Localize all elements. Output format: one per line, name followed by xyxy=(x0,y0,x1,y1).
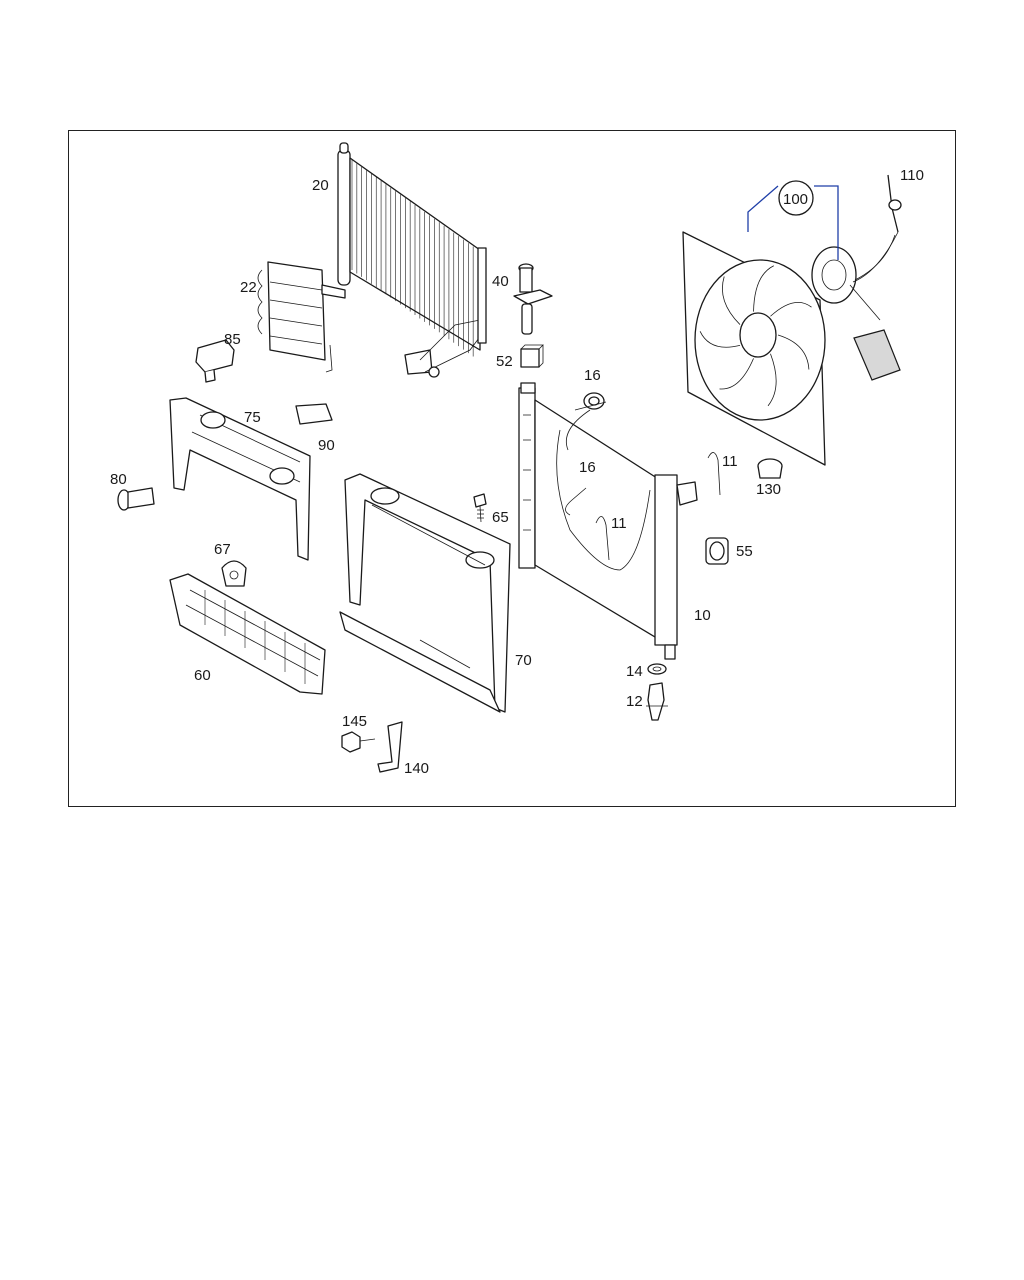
label-part-140: 140 xyxy=(404,760,429,777)
label-part-16a: 16 xyxy=(584,367,601,384)
radiator xyxy=(518,382,698,660)
label-part-16b: 16 xyxy=(579,459,596,476)
air-duct-60 xyxy=(169,573,326,695)
label-part-55: 55 xyxy=(736,543,753,560)
label-part-12: 12 xyxy=(626,693,643,710)
label-part-145: 145 xyxy=(342,713,367,730)
label-part-22: 22 xyxy=(240,279,257,296)
label-part-110: 110 xyxy=(900,167,924,184)
label-part-14: 14 xyxy=(626,663,643,680)
label-part-60: 60 xyxy=(194,667,211,684)
bracket-90 xyxy=(295,403,333,425)
push-rivet-80 xyxy=(117,487,155,511)
label-part-130: 130 xyxy=(756,481,781,498)
label-part-11b: 11 xyxy=(611,515,627,532)
callout-lines xyxy=(565,185,899,516)
support-frame xyxy=(339,473,511,713)
hose-11a xyxy=(707,452,721,496)
hose-11b xyxy=(595,516,610,561)
callout-circle-100 xyxy=(778,180,814,216)
label-part-80: 80 xyxy=(110,471,127,488)
condenser xyxy=(337,142,487,378)
label-part-11a: 11 xyxy=(722,453,738,470)
label-part-20: 20 xyxy=(312,177,329,194)
label-part-90: 90 xyxy=(318,437,335,454)
bracket-140 xyxy=(377,721,403,773)
upper-frame xyxy=(169,397,311,561)
label-part-67: 67 xyxy=(214,541,231,558)
label-part-85: 85 xyxy=(224,331,241,348)
label-part-10: 10 xyxy=(694,607,711,624)
bushing-55 xyxy=(705,537,729,565)
bolt-145 xyxy=(341,731,376,753)
label-part-100: 100 xyxy=(783,191,808,208)
sensor-40 xyxy=(513,263,553,335)
block-52 xyxy=(520,344,544,368)
label-part-40: 40 xyxy=(492,273,509,290)
washer-14 xyxy=(647,663,667,675)
clip-67 xyxy=(221,560,247,587)
label-part-52: 52 xyxy=(496,353,513,370)
grommet-16a xyxy=(583,392,605,410)
label-part-65: 65 xyxy=(492,509,509,526)
label-part-70: 70 xyxy=(515,652,532,669)
oil-cooler xyxy=(257,261,346,373)
clip-85 xyxy=(195,339,235,383)
label-part-75: 75 xyxy=(244,409,261,426)
fan-assembly xyxy=(682,231,857,466)
diagram-frame xyxy=(68,130,956,807)
cap-130 xyxy=(757,458,783,479)
screw-65 xyxy=(473,493,487,523)
mount-12 xyxy=(646,682,668,721)
fan-control-module xyxy=(849,174,902,381)
